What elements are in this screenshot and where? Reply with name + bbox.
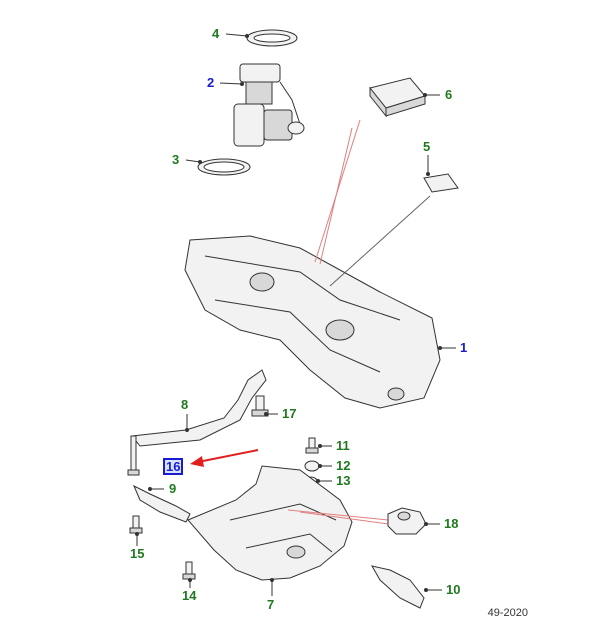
callout-12: 12 bbox=[336, 458, 351, 473]
callout-16: 16 bbox=[163, 458, 184, 475]
callout-7: 7 bbox=[267, 597, 275, 612]
fastener-11 bbox=[305, 437, 319, 454]
fuel-pump-module-2 bbox=[233, 63, 305, 147]
callout-1: 1 bbox=[460, 340, 468, 355]
highlight-arrow bbox=[190, 449, 259, 467]
bracket-10 bbox=[371, 565, 425, 609]
pad-5 bbox=[423, 173, 459, 193]
heat-shield-7 bbox=[187, 465, 353, 581]
callout-5: 5 bbox=[423, 139, 431, 154]
callout-2: 2 bbox=[207, 75, 215, 90]
callout-10: 10 bbox=[446, 582, 461, 597]
callout-14: 14 bbox=[182, 588, 197, 603]
bolt-14 bbox=[182, 561, 196, 580]
figure-id: 49-2020 bbox=[487, 607, 528, 619]
callout-13: 13 bbox=[336, 473, 351, 488]
bracket-9 bbox=[133, 484, 191, 523]
stud-16 bbox=[127, 435, 140, 476]
bump-stop-18 bbox=[387, 507, 427, 535]
callout-8: 8 bbox=[181, 397, 189, 412]
callout-6: 6 bbox=[445, 87, 453, 102]
nut-12 bbox=[304, 460, 320, 472]
callout-3: 3 bbox=[172, 152, 180, 167]
callout-11: 11 bbox=[336, 438, 350, 453]
callout-18: 18 bbox=[444, 516, 459, 531]
gasket-4 bbox=[246, 29, 298, 47]
bolt-17 bbox=[251, 395, 269, 417]
callout-4: 4 bbox=[212, 26, 220, 41]
control-module-6 bbox=[369, 77, 426, 118]
leader-lines bbox=[135, 33, 456, 596]
callout-9: 9 bbox=[169, 481, 177, 496]
tank-strap-8 bbox=[131, 369, 267, 447]
bolt-15 bbox=[129, 515, 143, 534]
callout-15: 15 bbox=[130, 546, 145, 561]
callout-17: 17 bbox=[282, 406, 297, 421]
o-ring-3 bbox=[197, 158, 251, 176]
fuel-tank-1 bbox=[184, 235, 441, 409]
